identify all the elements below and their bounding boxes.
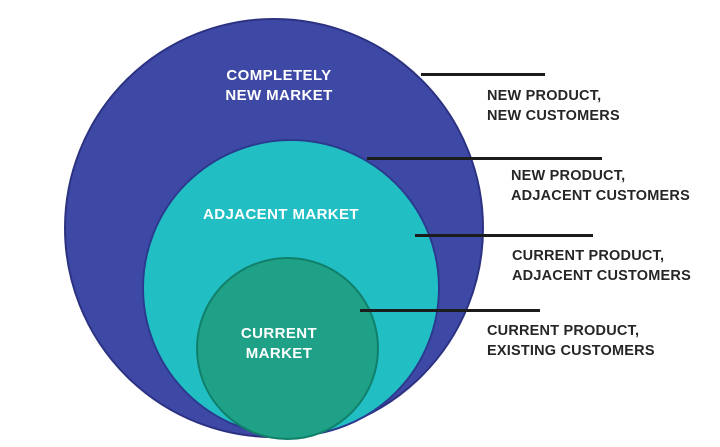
annotation-current-product-existing-customers: CURRENT PRODUCT, EXISTING CUSTOMERS (487, 323, 655, 359)
circle-current-market (196, 257, 379, 440)
connector-line-current-product-existing-customers (360, 309, 540, 312)
circle-label-current-market: CURRENT MARKET (240, 325, 318, 362)
annotation-new-product-new-customers: NEW PRODUCT, NEW CUSTOMERS (487, 88, 620, 124)
connector-line-new-product-new-customers (421, 73, 545, 76)
connector-line-current-product-adjacent-customers (415, 234, 593, 237)
circle-label-completely-new-market: COMPLETELY NEW MARKET (225, 67, 333, 104)
annotation-new-product-adjacent-customers: NEW PRODUCT, ADJACENT CUSTOMERS (511, 168, 690, 204)
circle-label-adjacent-market: ADJACENT MARKET (203, 206, 359, 223)
connector-line-new-product-adjacent-customers (367, 157, 602, 160)
annotation-current-product-adjacent-customers: CURRENT PRODUCT, ADJACENT CUSTOMERS (512, 248, 691, 284)
